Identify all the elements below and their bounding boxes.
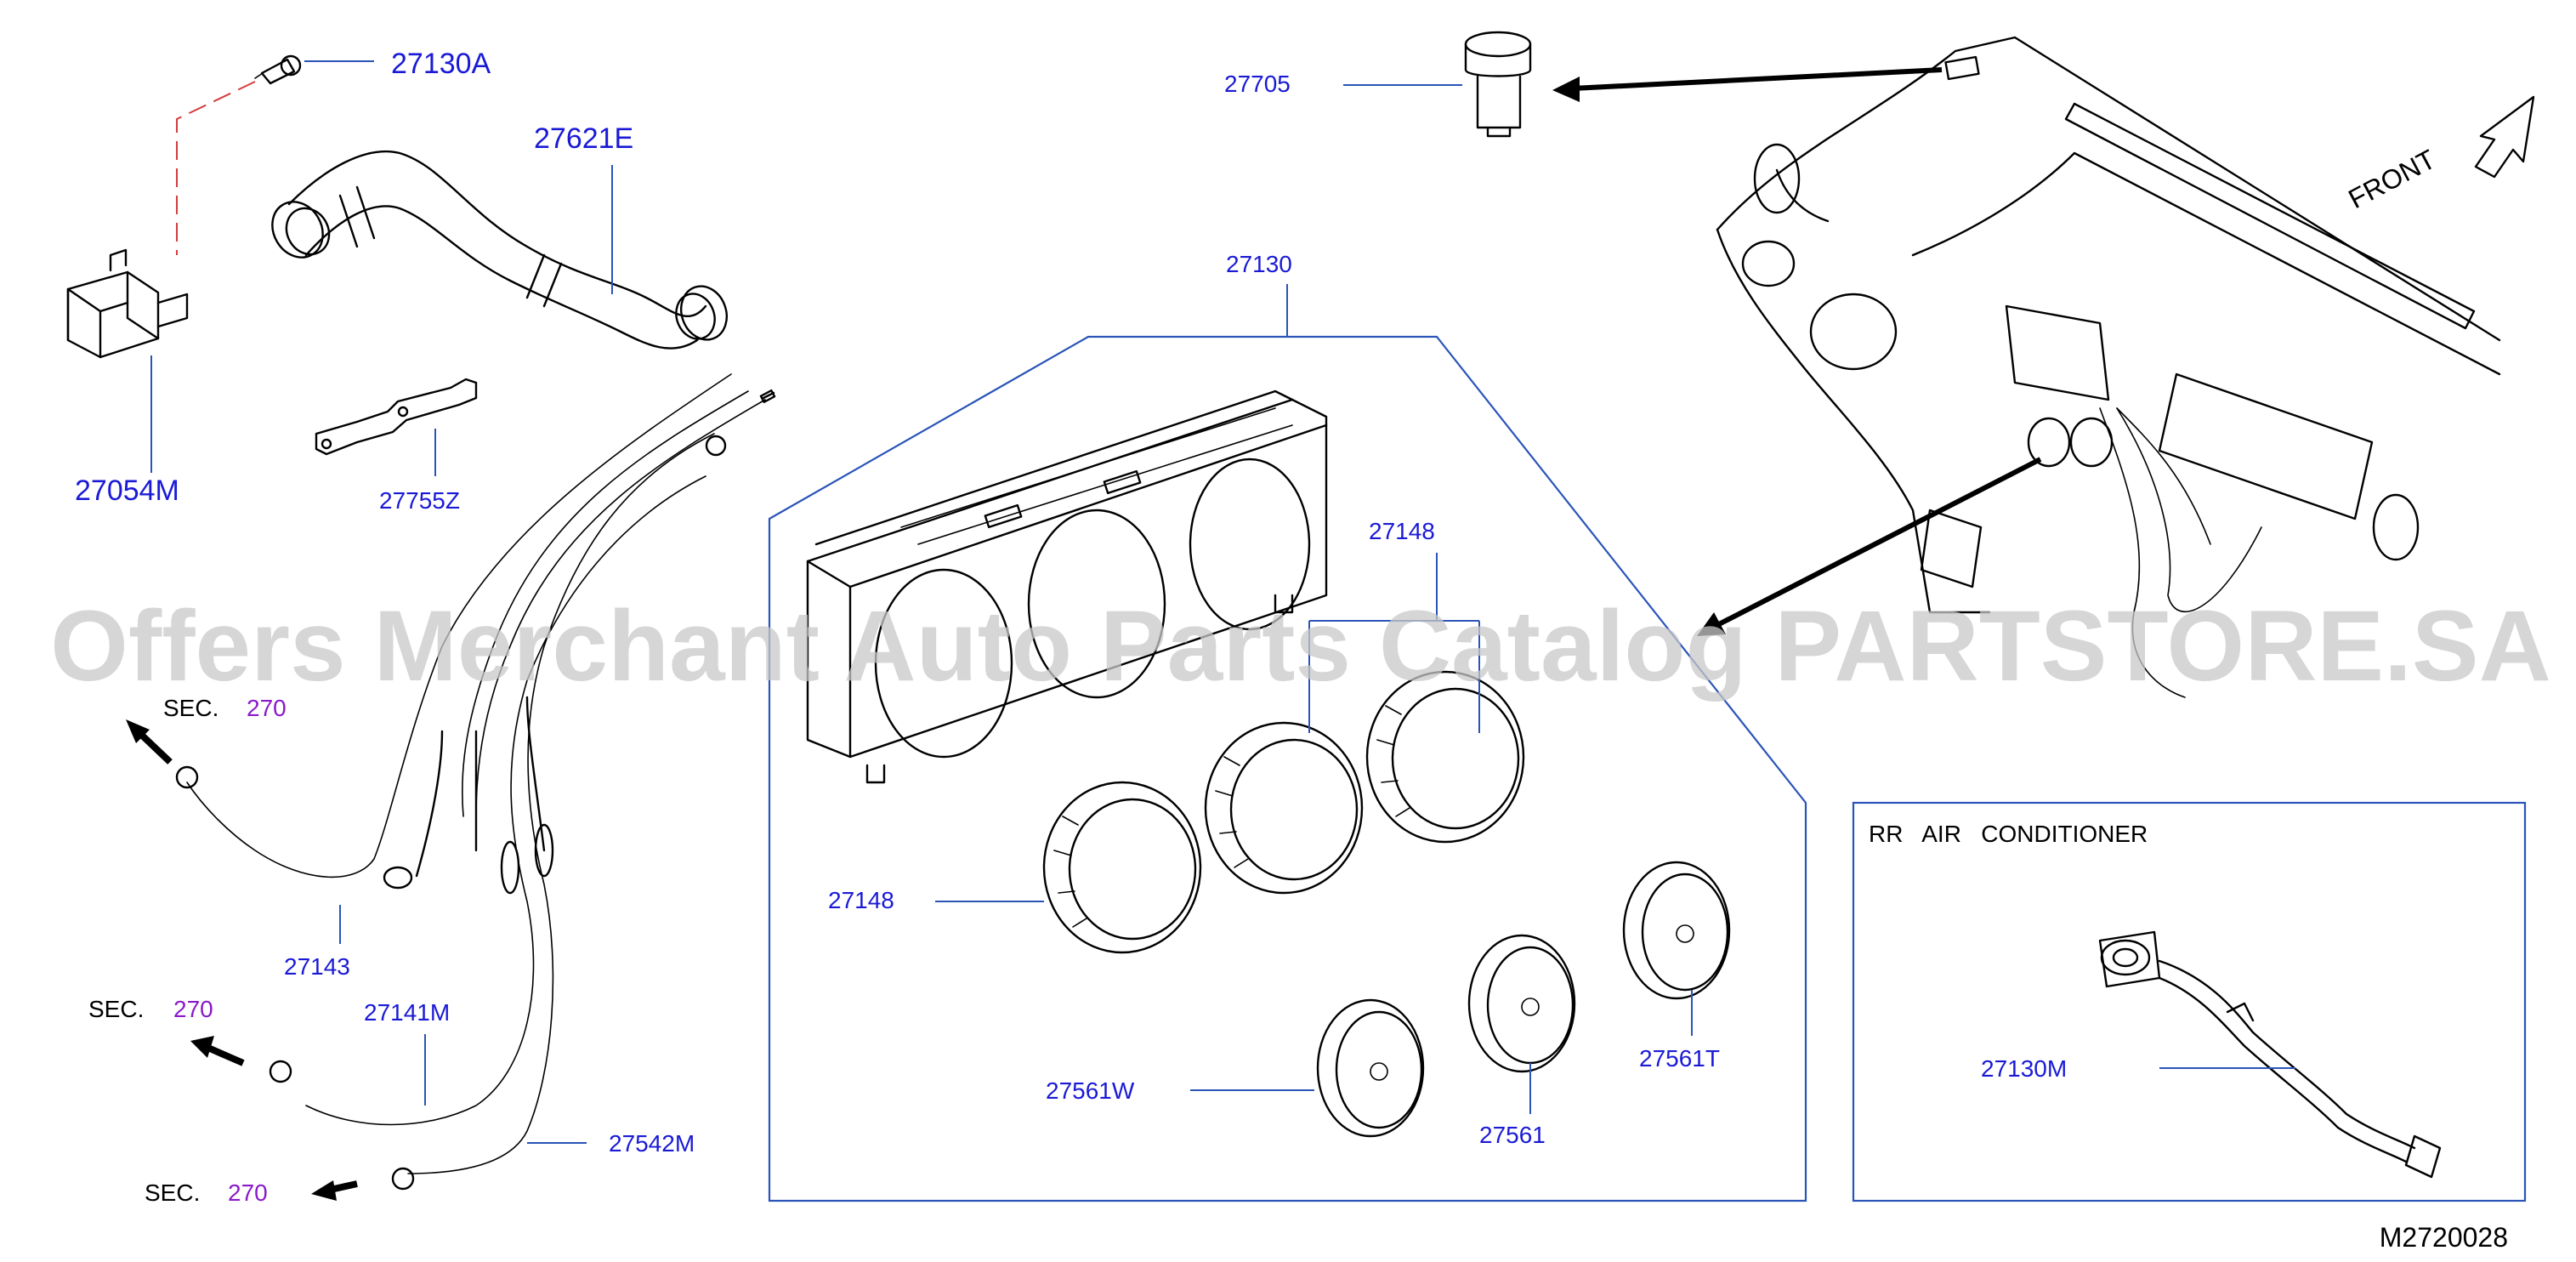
clip-27054M-drawing [66,248,189,359]
part-label-27542M[interactable]: 27542M [609,1130,695,1157]
sec-label-3: SEC. [145,1180,200,1206]
diagram-code: M2720028 [2380,1222,2508,1253]
rr-air-conditioner-inset-frame [1852,801,2527,1202]
part-label-27054M[interactable]: 27054M [75,475,179,507]
sec-label-2: SEC. [88,996,144,1022]
duct-hose-27621E-drawing [271,150,728,350]
watermark-text: Offers Merchant Auto Parts Catalog PARTS… [50,590,2551,702]
part-label-27705[interactable]: 27705 [1224,71,1291,97]
part-label-27755Z[interactable]: 27755Z [379,487,460,514]
knob-rings-27148-drawing [1042,670,1525,954]
bracket-27755Z-drawing [315,378,478,456]
control-cables-drawing [175,373,776,1191]
harness-27130M-drawing [2098,930,2442,1179]
heater-control-group-frame [768,335,1807,1202]
dashboard-overview-drawing [1716,36,2501,698]
part-label-27561W[interactable]: 27561W [1046,1077,1135,1104]
knob-27705-drawing [1464,31,1532,138]
heater-control-panel-drawing [806,389,1328,784]
part-label-27141M[interactable]: 27141M [364,999,450,1026]
front-arrow-icon [2474,95,2535,179]
part-label-27130A[interactable]: 27130A [391,48,491,80]
sec-arrow-icons [126,719,358,1201]
front-label: FRONT [2343,144,2440,215]
inset-title: RR AIR CONDITIONER [1869,821,2148,847]
part-label-27130[interactable]: 27130 [1226,251,1292,277]
leader-lines [150,60,2295,1144]
part-label-27148-left[interactable]: 27148 [828,887,894,913]
part-label-27561T[interactable]: 27561T [1639,1045,1720,1072]
screw-to-clip-dashed-line [176,81,256,255]
part-label-27561[interactable]: 27561 [1479,1122,1546,1148]
knob-caps-27561-drawing [1316,861,1731,1138]
screw-27130A-drawing [254,54,302,85]
sec-label-1: SEC. [163,695,218,721]
pointer-arrow-icons [1552,67,2042,636]
part-label-27143[interactable]: 27143 [284,953,350,980]
sec-ref-270-1[interactable]: 270 [247,695,287,721]
sec-ref-270-3[interactable]: 270 [228,1180,268,1206]
part-label-27130M[interactable]: 27130M [1981,1055,2067,1082]
part-label-27148-top[interactable]: 27148 [1369,518,1435,544]
part-label-27621E[interactable]: 27621E [534,122,633,155]
sec-ref-270-2[interactable]: 270 [173,996,213,1022]
